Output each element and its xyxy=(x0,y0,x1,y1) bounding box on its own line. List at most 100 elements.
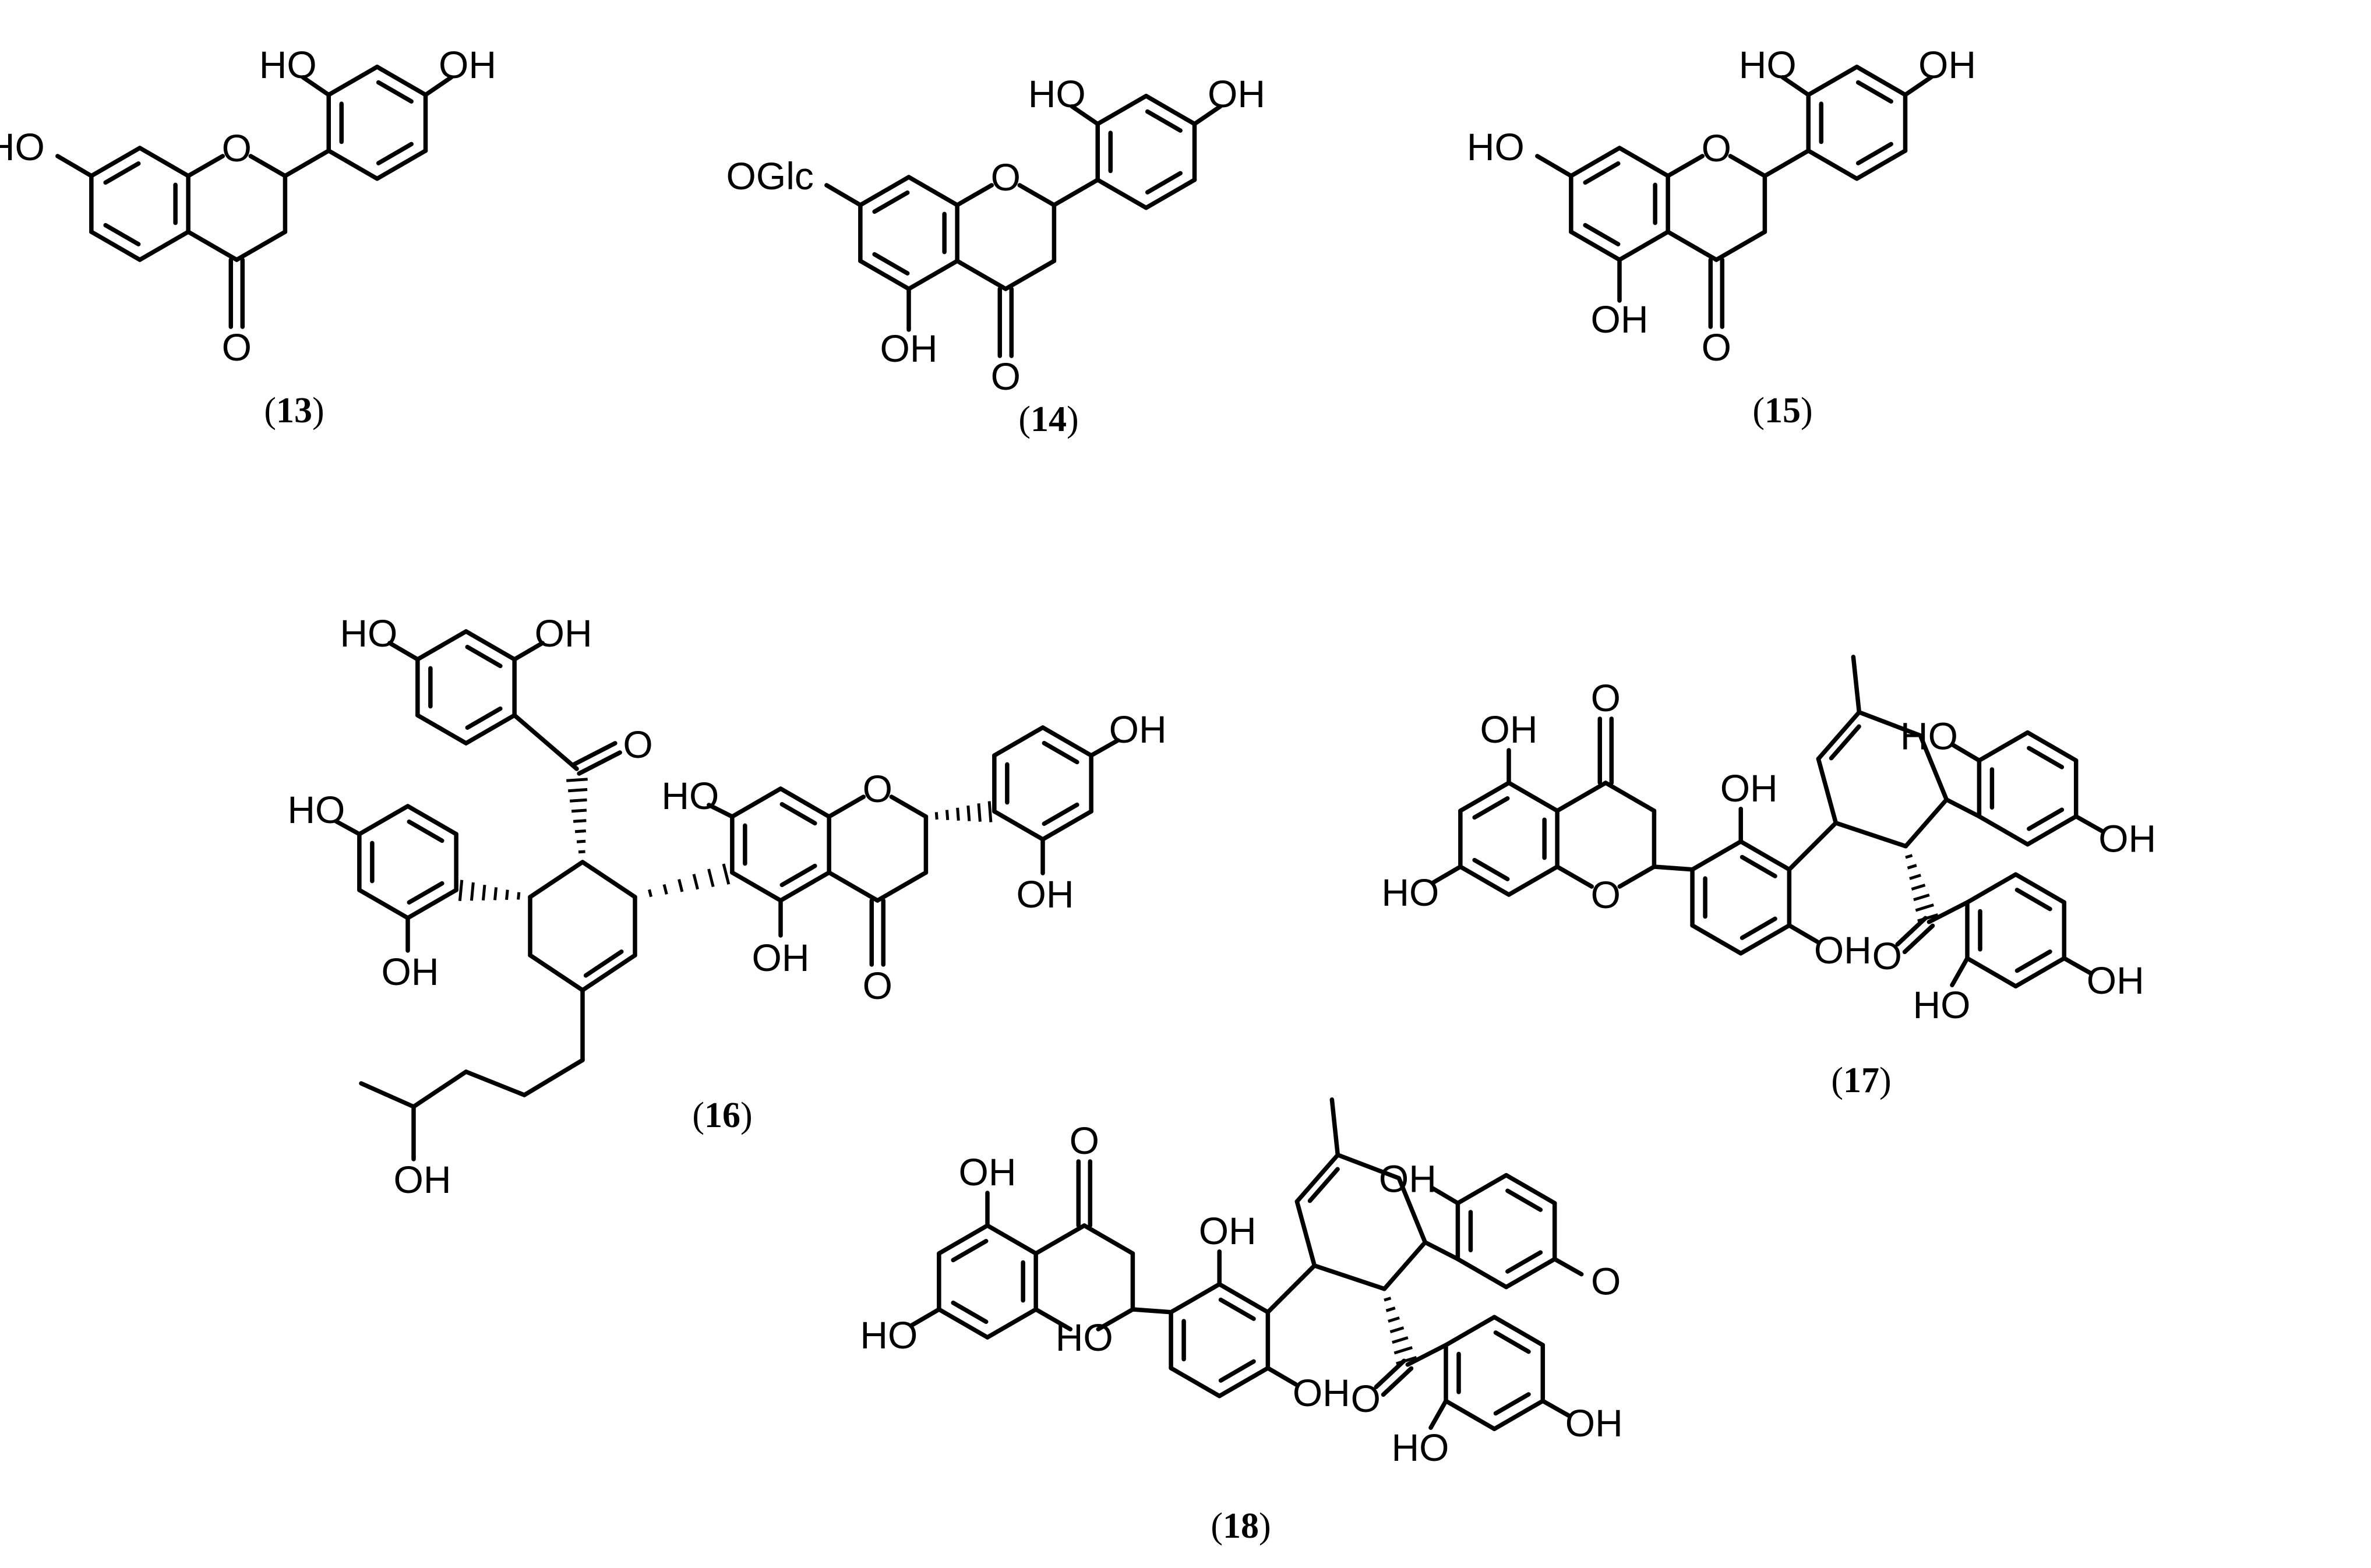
carbonyl-oxygen-label: O xyxy=(222,326,252,369)
bond xyxy=(1294,1199,1317,1268)
bond xyxy=(1492,1399,1546,1431)
bond xyxy=(1444,1315,1497,1347)
bond xyxy=(580,953,637,993)
hashed-bond-segment xyxy=(977,803,982,822)
bond xyxy=(1423,1240,1460,1262)
bond xyxy=(1535,154,1573,178)
bond xyxy=(326,149,380,181)
bond xyxy=(1169,1282,1222,1315)
hydroxyl-label: HO xyxy=(1381,871,1439,914)
bond xyxy=(1855,80,1893,104)
bond xyxy=(872,190,910,214)
hydroxyl-label: HO xyxy=(860,1313,918,1357)
bond xyxy=(137,146,190,178)
hashed-bond-segment xyxy=(568,788,588,793)
bond xyxy=(778,786,831,819)
bond xyxy=(512,713,579,771)
hydroxyl-label: O xyxy=(1591,1260,1621,1303)
bond xyxy=(1740,916,1777,940)
hashed-bond-segment xyxy=(505,889,509,900)
hydroxyl-label: HO xyxy=(1392,1426,1449,1469)
carbonyl-oxygen-label: O xyxy=(1070,1119,1099,1162)
bond xyxy=(2027,746,2065,769)
bond xyxy=(1552,1256,1584,1277)
ring-oxygen-label: O xyxy=(991,156,1021,199)
hashed-bond-segment xyxy=(692,874,699,890)
hydroxyl-label: OH xyxy=(1720,767,1778,810)
bond xyxy=(1218,1359,1256,1383)
bond xyxy=(985,1223,1038,1256)
bond xyxy=(528,860,585,899)
bond xyxy=(1690,839,1743,872)
bond xyxy=(1169,1366,1222,1399)
ring-oxygen-label: O xyxy=(1702,126,1731,169)
bond xyxy=(1829,724,1861,761)
hydroxyl-label: OH xyxy=(1293,1371,1350,1414)
bond xyxy=(1583,223,1621,247)
carbonyl-oxygen-label: O xyxy=(1351,1377,1381,1420)
bond xyxy=(1095,94,1149,126)
bond xyxy=(872,252,910,276)
bond xyxy=(186,154,225,178)
hydroxyl-label: HO xyxy=(1467,125,1525,168)
bond xyxy=(1603,781,1657,813)
carbonyl-oxygen-label: O xyxy=(991,355,1021,398)
bond xyxy=(376,142,414,165)
hydroxyl-label: OH xyxy=(1199,1209,1257,1252)
hashed-bond-segment xyxy=(1911,884,1926,891)
bond xyxy=(1895,916,1928,947)
bond xyxy=(1833,821,1908,849)
bond xyxy=(1145,109,1183,133)
hydroxyl-label: OH xyxy=(1591,298,1649,341)
bond xyxy=(1493,1330,1531,1354)
bond xyxy=(334,819,362,836)
bond xyxy=(1714,229,1767,262)
hashed-bond-segment xyxy=(1392,1336,1409,1344)
bond xyxy=(955,259,1008,291)
hashed-bond-segment xyxy=(566,778,588,782)
hydroxyl-label: HO xyxy=(1900,715,1958,758)
bond xyxy=(1003,259,1057,291)
hydroxyl-label: HO xyxy=(1739,43,1797,86)
compound-label-13: (13) xyxy=(264,391,324,430)
bond xyxy=(376,80,414,104)
bond xyxy=(415,713,468,746)
bond-layer xyxy=(55,65,2105,1431)
bond xyxy=(1033,1307,1073,1332)
bond xyxy=(875,870,929,903)
bond xyxy=(1374,1358,1406,1389)
hashed-bond-segment xyxy=(571,808,587,813)
bond xyxy=(1927,900,1970,924)
bond xyxy=(1504,1173,1557,1206)
bond xyxy=(1851,655,1862,715)
bond xyxy=(707,803,735,819)
bond xyxy=(89,146,142,178)
bond xyxy=(357,888,410,920)
hashed-bond-segment xyxy=(574,829,586,834)
hydroxyl-label: OH xyxy=(880,327,938,370)
bond xyxy=(1506,781,1560,813)
bond xyxy=(951,1238,989,1263)
bond xyxy=(2014,888,2052,912)
bond xyxy=(1265,1366,1299,1387)
hashed-bond-segment xyxy=(707,868,715,888)
hashed-bond-segment xyxy=(678,879,684,892)
compound-14-structure xyxy=(824,94,1223,358)
bond xyxy=(465,706,503,730)
bond xyxy=(1089,738,1120,758)
bond xyxy=(283,149,331,178)
bond xyxy=(359,1081,416,1109)
bond xyxy=(1780,75,1811,97)
bond xyxy=(577,750,622,776)
bond xyxy=(512,641,545,662)
bond xyxy=(1430,864,1463,885)
bond xyxy=(387,641,420,662)
bond xyxy=(1505,1250,1543,1274)
hashed-bond-segment xyxy=(934,812,938,820)
bond xyxy=(906,175,959,207)
bond xyxy=(1652,864,1695,872)
bond xyxy=(1095,178,1149,210)
bond xyxy=(1042,740,1079,765)
bond xyxy=(2014,949,2052,973)
